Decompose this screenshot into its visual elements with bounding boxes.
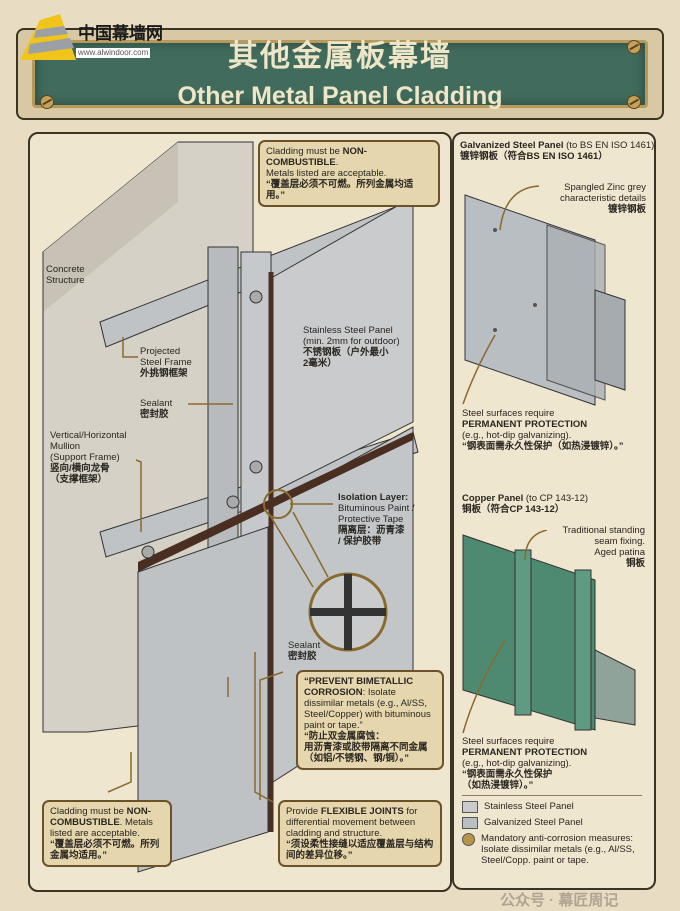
copper-panel-illustration <box>462 530 636 734</box>
screw-icon <box>627 95 641 109</box>
legend-divider <box>462 795 642 796</box>
screw-icon <box>462 833 475 846</box>
legend-item-galvanized: Galvanized Steel Panel <box>462 817 648 829</box>
logo-name: 中国幕墙网 <box>78 24 163 43</box>
stainless-swatch-icon <box>462 801 478 813</box>
label-isolation-layer: Isolation Layer:Bituminous Paint /Protec… <box>338 492 415 547</box>
screw-icon <box>627 40 641 54</box>
screw-icon <box>40 95 54 109</box>
watermark: 公众号 · 幕匠周记 <box>500 892 619 909</box>
page-title-cn: 其他金属板幕墙 <box>228 40 452 73</box>
logo-url: www.alwindoor.com <box>76 48 151 58</box>
non-combustible-note-bottom: Cladding must be NON-COMBUSTIBLE. Metals… <box>42 800 172 867</box>
galvanized-swatch-icon <box>462 817 478 829</box>
flexible-joints-note: Provide FLEXIBLE JOINTS for differential… <box>278 800 442 867</box>
stainless-panel-lower-left <box>137 526 269 873</box>
page-title-en: Other Metal Panel Cladding <box>177 82 503 110</box>
copper-title: Copper Panel (to CP 143-12)铜板（符合CP 143-1… <box>462 493 589 515</box>
legend-item-stainless: Stainless Steel Panel <box>462 801 648 813</box>
logo-icon <box>20 14 76 60</box>
bimetallic-corrosion-note: “PREVENT BIMETALLIC CORROSION: Isolate d… <box>296 670 444 770</box>
non-combustible-note-top: Cladding must be NON-COMBUSTIBLE. Metals… <box>258 140 440 207</box>
galvanized-title: Galvanized Steel Panel (to BS EN ISO 146… <box>460 140 655 162</box>
label-stainless-steel-panel: Stainless Steel Panel(min. 2mm for outdo… <box>303 325 400 369</box>
legend-item-anticorrosion: Mandatory anti-corrosion measures: Isola… <box>462 833 648 866</box>
legend: Stainless Steel Panel Galvanized Steel P… <box>462 801 648 870</box>
cladding-illustration <box>42 141 419 873</box>
galvanized-panel-illustration <box>462 185 626 406</box>
